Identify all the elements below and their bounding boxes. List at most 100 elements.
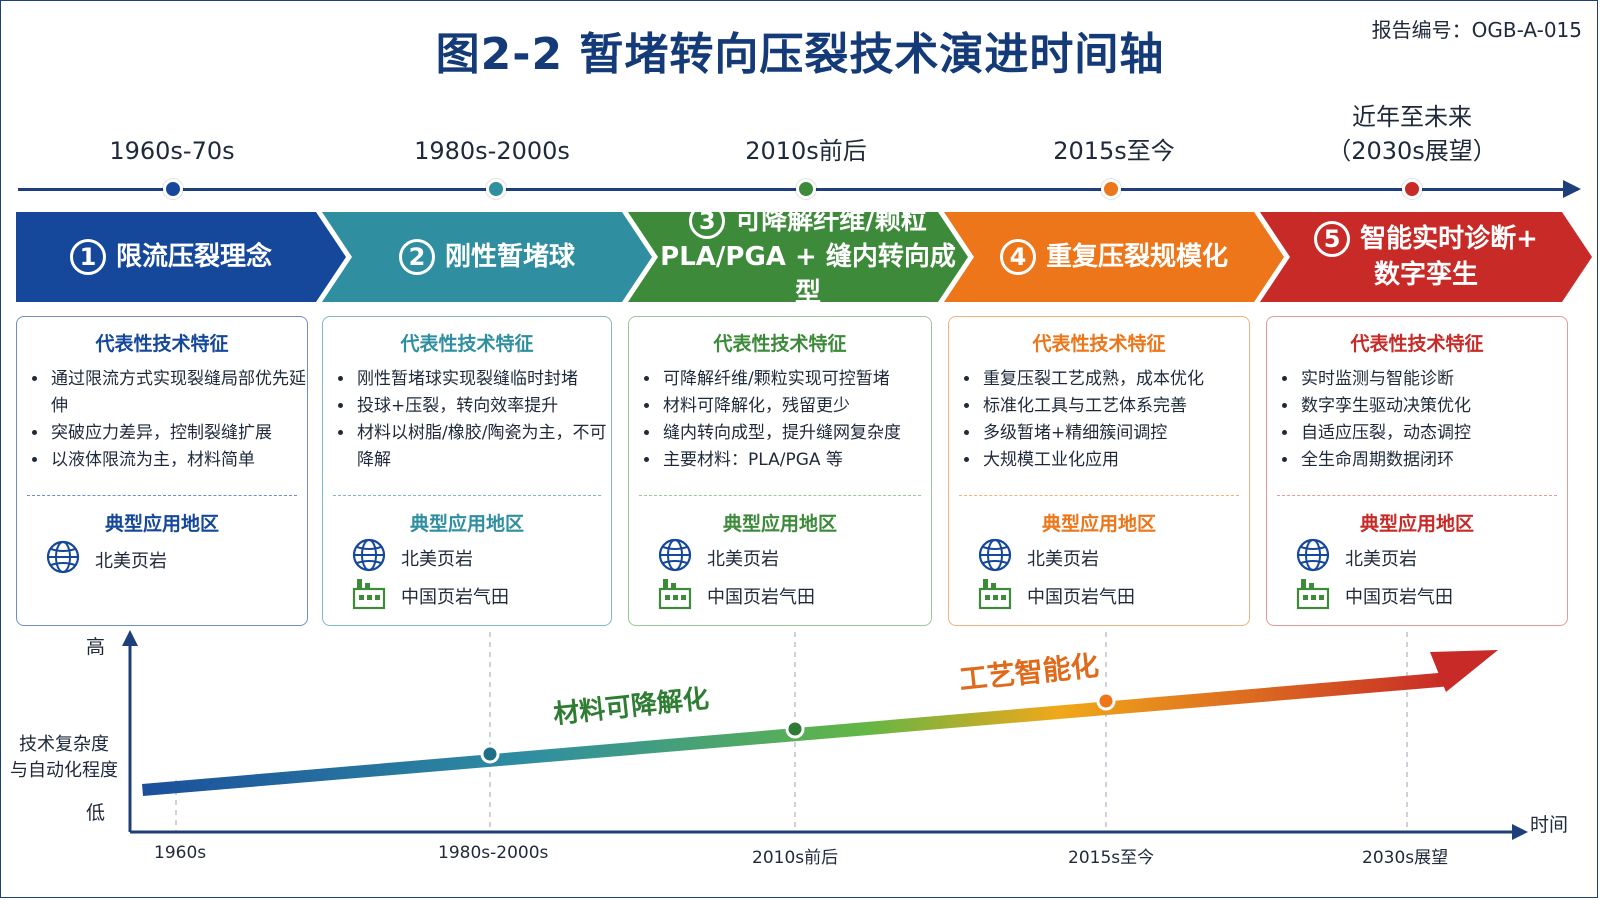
trend-marker-2 <box>480 744 500 764</box>
regions-heading: 典型应用地区 <box>1359 513 1474 535</box>
region-label: 中国页岩气田 <box>1027 586 1135 608</box>
globe-icon <box>351 537 387 578</box>
feature-item: 大规模工业化应用 <box>981 447 1249 474</box>
trend-marker-4 <box>1096 691 1116 711</box>
region-label: 北美页岩 <box>1345 548 1417 570</box>
region-label: 北美页岩 <box>707 548 779 570</box>
feature-list: 重复压裂工艺成熟，成本优化 标准化工具与工艺体系完善 多级暂堵+精细簇间调控 大… <box>949 366 1249 474</box>
features-heading: 代表性技术特征 <box>95 333 229 355</box>
region-label: 中国页岩气田 <box>1345 586 1453 608</box>
timeline-arrowhead <box>1563 180 1581 198</box>
stage-card-3: 代表性技术特征 可降解纤维/颗粒实现可控暂堵 材料可降解化，残留更少 缝内转向成… <box>628 316 932 626</box>
x-axis-title: 时间 <box>1530 814 1569 836</box>
regions-heading: 典型应用地区 <box>722 513 837 535</box>
stage-number-3: 3 <box>689 212 726 240</box>
y-axis-title: 技术复杂度 与自动化程度 <box>10 734 118 781</box>
figure-title: 图2-2 暂堵转向压裂技术演进时间轴 <box>435 29 1165 80</box>
features-heading: 代表性技术特征 <box>1350 333 1484 355</box>
stage-number-2: 2 <box>398 239 435 276</box>
timeline-dot-5 <box>1402 179 1422 199</box>
feature-item: 全生命周期数据闭环 <box>1299 447 1567 474</box>
card-divider <box>27 495 297 496</box>
stage-number-4: 4 <box>999 239 1036 276</box>
trend-arrowhead <box>1430 650 1498 692</box>
region-item: 中国页岩气田 <box>977 575 1135 616</box>
feature-list: 刚性暂堵球实现裂缝临时封堵 投球+压裂，转向效率提升 材料以树脂/橡胶/陶瓷为主… <box>323 366 611 474</box>
annotation-degradable: 材料可降解化 <box>552 684 710 730</box>
x-tick-label: 2015s至今 <box>1068 848 1155 868</box>
globe-icon <box>977 537 1013 578</box>
annotation-intelligent: 工艺智能化 <box>958 649 1101 696</box>
feature-item: 突破应力差异，控制裂缝扩展 <box>49 420 307 447</box>
factory-icon <box>657 575 693 616</box>
feature-list: 可降解纤维/颗粒实现可控暂堵 材料可降解化，残留更少 缝内转向成型，提升缝网复杂… <box>629 366 931 474</box>
trend-chart: 材料可降解化 工艺智能化 高 低 技术复杂度 与自动化程度 时间 1960s 1… <box>0 630 1600 900</box>
period-label-3: 2010s前后 <box>745 137 867 165</box>
globe-icon <box>657 537 693 578</box>
timeline-dot-2 <box>486 179 506 199</box>
card-divider <box>959 495 1239 496</box>
period-label-5: 近年至未来（2030s展望） <box>1327 103 1497 165</box>
feature-item: 通过限流方式实现裂缝局部优先延伸 <box>49 366 307 420</box>
period-labels: 1960s-70s 1980s-2000s 2010s前后 2015s至今 近年… <box>0 100 1600 220</box>
stage-card-1: 代表性技术特征 通过限流方式实现裂缝局部优先延伸 突破应力差异，控制裂缝扩展 以… <box>16 316 308 626</box>
factory-icon <box>351 575 387 616</box>
stage-title-5: 智能实时诊断+ <box>1360 223 1538 254</box>
factory-icon <box>1295 575 1331 616</box>
regions-heading: 典型应用地区 <box>1041 513 1156 535</box>
stage-banner-4: 4 重复压裂规模化 <box>944 212 1284 302</box>
factory-icon <box>977 575 1013 616</box>
x-tick-label: 2030s展望 <box>1362 848 1449 868</box>
stage-banner-2: 2 刚性暂堵球 <box>322 212 652 302</box>
card-divider <box>1277 495 1557 496</box>
card-divider <box>639 495 921 496</box>
region-label: 中国页岩气田 <box>401 586 509 608</box>
feature-item: 标准化工具与工艺体系完善 <box>981 393 1249 420</box>
x-tick-label: 1980s-2000s <box>438 843 549 863</box>
region-item: 北美页岩 <box>45 539 167 580</box>
stage-subtitle-3: PLA/PGA + 缝内转向成型 <box>660 242 956 309</box>
features-heading: 代表性技术特征 <box>713 333 847 355</box>
timeline-dot-3 <box>796 179 816 199</box>
region-item: 中国页岩气田 <box>657 575 815 616</box>
period-label-2: 1980s-2000s <box>414 137 570 165</box>
timeline-dot-4 <box>1101 179 1121 199</box>
stage-title-4: 重复压裂规模化 <box>1045 241 1228 272</box>
card-divider <box>333 495 601 496</box>
feature-item: 可降解纤维/颗粒实现可控暂堵 <box>661 366 931 393</box>
region-label: 北美页岩 <box>401 548 473 570</box>
y-axis-low-label: 低 <box>86 802 106 824</box>
features-heading: 代表性技术特征 <box>400 333 534 355</box>
timeline-dot-1 <box>163 179 183 199</box>
feature-item: 数字孪生驱动决策优化 <box>1299 393 1567 420</box>
feature-item: 主要材料：PLA/PGA 等 <box>661 447 931 474</box>
region-item: 中国页岩气田 <box>1295 575 1453 616</box>
report-id: 报告编号：OGB-A-015 <box>1371 18 1582 42</box>
feature-item: 以液体限流为主，材料简单 <box>49 447 307 474</box>
stage-title-2: 刚性暂堵球 <box>444 241 575 272</box>
trend-chart-svg: 材料可降解化 工艺智能化 <box>122 630 1528 840</box>
period-label-4: 2015s至今 <box>1053 137 1175 165</box>
y-axis-arrowhead <box>122 630 138 646</box>
x-tick-label: 2010s前后 <box>752 848 839 868</box>
stage-card-4: 代表性技术特征 重复压裂工艺成熟，成本优化 标准化工具与工艺体系完善 多级暂堵+… <box>948 316 1250 626</box>
feature-item: 多级暂堵+精细簇间调控 <box>981 420 1249 447</box>
globe-icon <box>45 539 81 580</box>
stage-card-2: 代表性技术特征 刚性暂堵球实现裂缝临时封堵 投球+压裂，转向效率提升 材料以树脂… <box>322 316 612 626</box>
feature-item: 材料以树脂/橡胶/陶瓷为主，不可降解 <box>355 420 611 474</box>
region-item: 中国页岩气田 <box>351 575 509 616</box>
feature-item: 实时监测与智能诊断 <box>1299 366 1567 393</box>
region-item: 北美页岩 <box>351 537 473 578</box>
region-item: 北美页岩 <box>657 537 779 578</box>
trend-marker-3 <box>785 719 805 739</box>
region-label: 中国页岩气田 <box>707 586 815 608</box>
stage-title-1: 限流压裂理念 <box>115 241 272 272</box>
stage-number-5: 5 <box>1314 221 1351 258</box>
globe-icon <box>1295 537 1331 578</box>
features-heading: 代表性技术特征 <box>1032 333 1166 355</box>
y-axis-high-label: 高 <box>86 636 106 658</box>
